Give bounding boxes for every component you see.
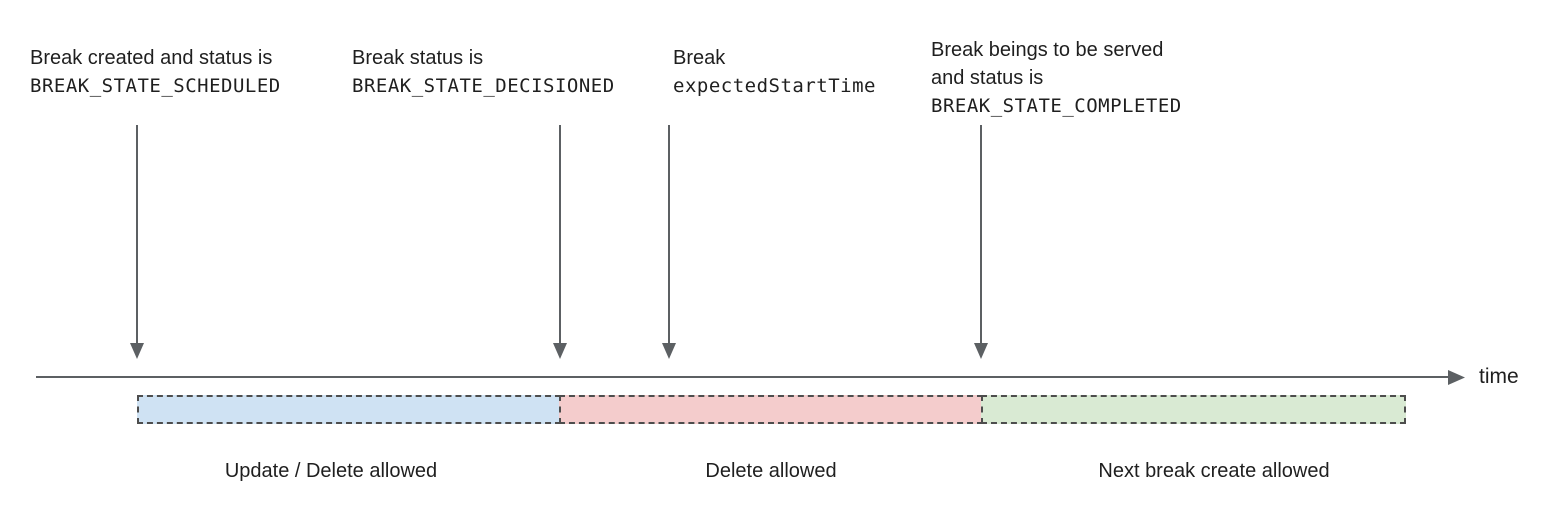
time-axis-label: time bbox=[1479, 365, 1519, 388]
annotation-code: BREAK_STATE_SCHEDULED bbox=[30, 75, 281, 97]
segment-update-delete-allowed bbox=[137, 395, 561, 424]
annotation-text: Break created and status is bbox=[30, 47, 273, 69]
annotation-break-scheduled: Break created and status is BREAK_STATE_… bbox=[30, 44, 281, 100]
annotation-code: BREAK_STATE_COMPLETED bbox=[931, 95, 1182, 117]
annotation-break-completed: Break beings to be served and status is … bbox=[931, 36, 1182, 120]
segment-bar bbox=[137, 395, 1406, 424]
annotation-code: BREAK_STATE_DECISIONED bbox=[352, 75, 615, 97]
segment-label-next-break: Next break create allowed bbox=[1098, 460, 1330, 482]
down-arrowhead-icon bbox=[662, 343, 676, 359]
annotation-code: expectedStartTime bbox=[673, 75, 876, 97]
segment-label-delete: Delete allowed bbox=[705, 460, 837, 482]
annotation-expected-start-time: Break expectedStartTime bbox=[673, 44, 876, 100]
annotation-break-decisioned: Break status is BREAK_STATE_DECISIONED bbox=[352, 44, 615, 100]
right-arrowhead-icon bbox=[1448, 370, 1465, 385]
annotation-text: Break beings to be served bbox=[931, 39, 1164, 61]
annotation-text: Break bbox=[673, 47, 726, 69]
down-arrowhead-icon bbox=[553, 343, 567, 359]
annotation-text: Break status is bbox=[352, 47, 484, 69]
segment-delete-allowed bbox=[559, 395, 983, 424]
segment-label-update-delete: Update / Delete allowed bbox=[224, 460, 438, 482]
segment-next-break-create-allowed bbox=[981, 395, 1406, 424]
down-arrowhead-icon bbox=[130, 343, 144, 359]
annotation-text: and status is bbox=[931, 67, 1044, 89]
down-arrowhead-icon bbox=[974, 343, 988, 359]
